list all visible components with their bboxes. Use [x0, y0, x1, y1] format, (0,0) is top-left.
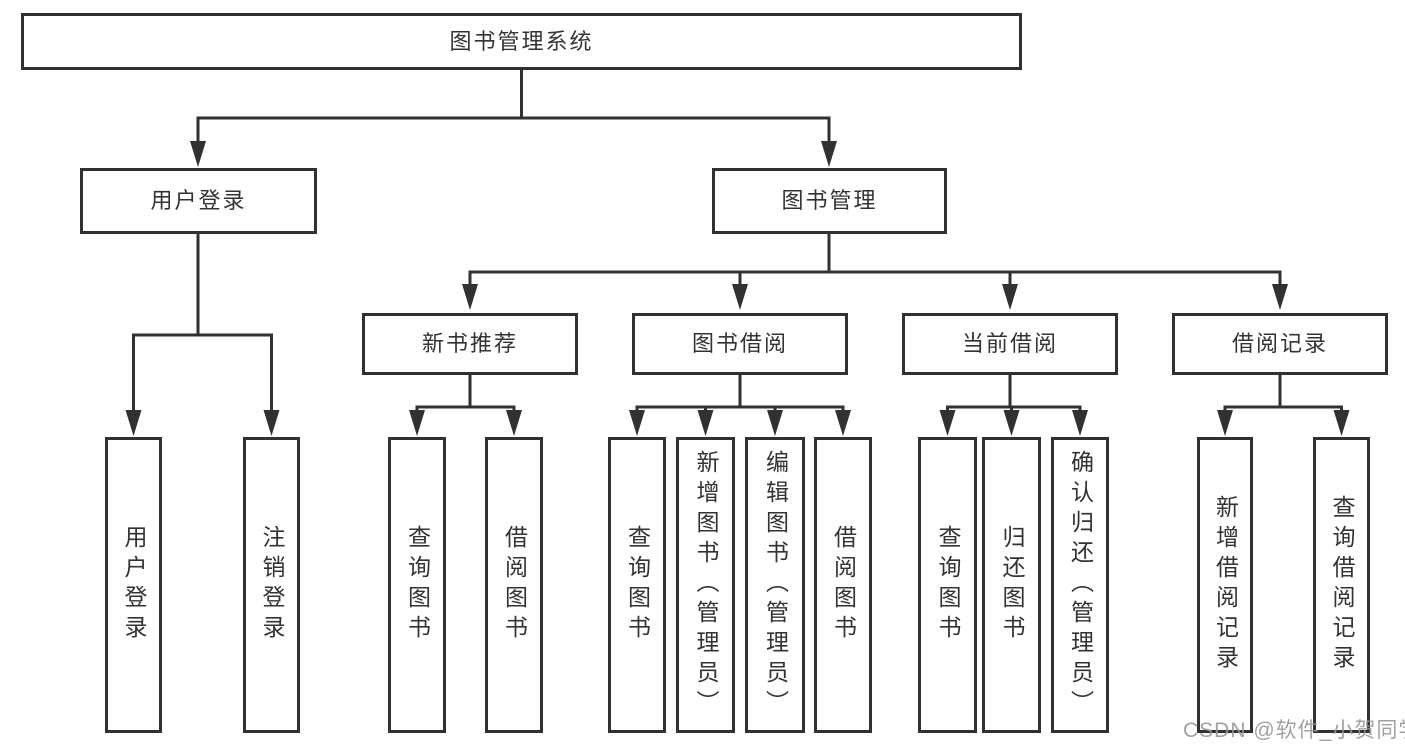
leaf-add-book-admin: 新增图书（管理员）	[676, 437, 735, 733]
node-book-management: 图书管理	[712, 168, 947, 234]
node-book-borrow: 图书借阅	[632, 313, 848, 375]
leaf-query-books-current: 查询图书	[918, 437, 977, 733]
leaf-logout: 注销登录	[243, 437, 300, 733]
leaf-borrow-books-recommend: 借阅图书	[485, 437, 543, 733]
leaf-query-books-borrow: 查询图书	[608, 437, 666, 733]
connector-bookmgmt-to-level3	[468, 234, 1282, 288]
connector-userlogin-to-leaves	[132, 233, 273, 412]
watermark: CSDN @软件_小贺同学	[1183, 719, 1405, 742]
connector-bookborrow-to-leaves	[635, 375, 845, 412]
node-user-login: 用户登录	[80, 168, 317, 234]
node-root-system: 图书管理系统	[21, 13, 1022, 70]
connector-newbook-to-leaves	[415, 375, 516, 412]
leaf-query-books-recommend: 查询图书	[388, 437, 446, 733]
leaf-edit-book-admin: 编辑图书（管理员）	[745, 437, 805, 733]
leaf-query-borrow-record: 查询借阅记录	[1313, 437, 1370, 733]
node-current-borrow: 当前借阅	[902, 313, 1118, 375]
node-new-book-recommend: 新书推荐	[362, 313, 578, 375]
leaf-confirm-return-admin: 确认归还（管理员）	[1051, 437, 1109, 733]
leaf-borrow-books: 借阅图书	[814, 437, 872, 733]
connector-currentborrow-to-leaves	[946, 375, 1082, 412]
node-borrow-records: 借阅记录	[1172, 313, 1388, 375]
leaf-add-borrow-record: 新增借阅记录	[1197, 437, 1253, 733]
connector-borrowrecord-to-leaves	[1223, 375, 1343, 412]
leaf-return-book: 归还图书	[982, 437, 1041, 733]
connector-root-to-level2	[196, 69, 831, 145]
leaf-user-login: 用户登录	[105, 437, 162, 733]
